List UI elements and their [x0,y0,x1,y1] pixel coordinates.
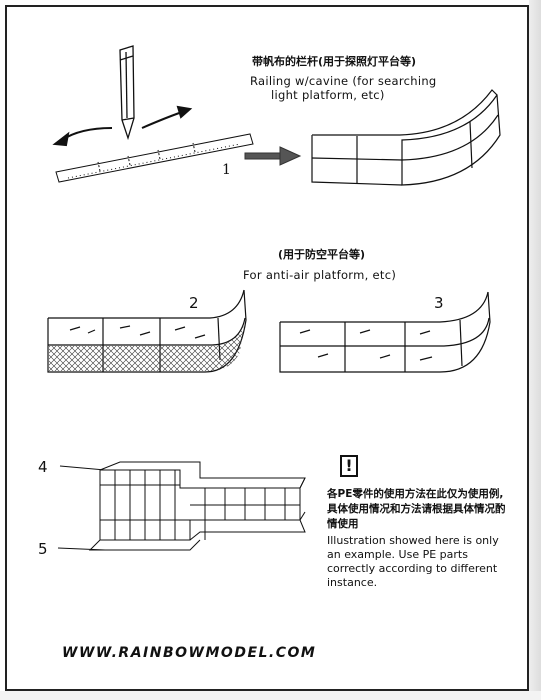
page-border [5,5,529,691]
section2-title-cn: (用于防空平台等) [278,248,366,261]
curved-railing-result [311,89,501,186]
section1-title-en-line2: light platform, etc) [271,88,385,102]
footer-url: WWW.RAINBOWMODEL.COM [62,645,317,661]
page-edge-right [529,0,541,700]
canvas-hatch [49,346,211,371]
section2-title-en: For anti-air platform, etc) [243,268,397,282]
usage-note-cn: 各PE零件的使用方法在此仅为使用例,具体使用情况和方法请根据具体情况酌情使用 [327,488,506,530]
step-number-3: 3 [434,294,444,312]
callout-number-4: 4 [38,458,48,476]
step-number-1: 1 [222,162,231,178]
railing-3-illustration [279,291,491,373]
railing-2-illustration [47,289,247,373]
platform-railing-illustration [57,461,306,551]
section1-title-en-line1: Railing w/cavine (for searching [250,74,437,88]
watermark [120,313,138,353]
warning-icon: ! [340,455,358,477]
page-edge-bottom [0,691,541,700]
callout-number-5: 5 [38,540,48,558]
canvas-hatch-curve [211,322,244,371]
flat-railing-strip [55,133,254,183]
pencil-illustration [119,45,135,141]
bend-arrows [52,105,193,147]
usage-note-en: Illustration showed here is only an exam… [327,534,499,589]
section1-title-cn: 带帆布的栏杆(用于探照灯平台等) [252,55,417,68]
process-arrow [244,146,302,166]
step-number-2: 2 [189,294,199,312]
